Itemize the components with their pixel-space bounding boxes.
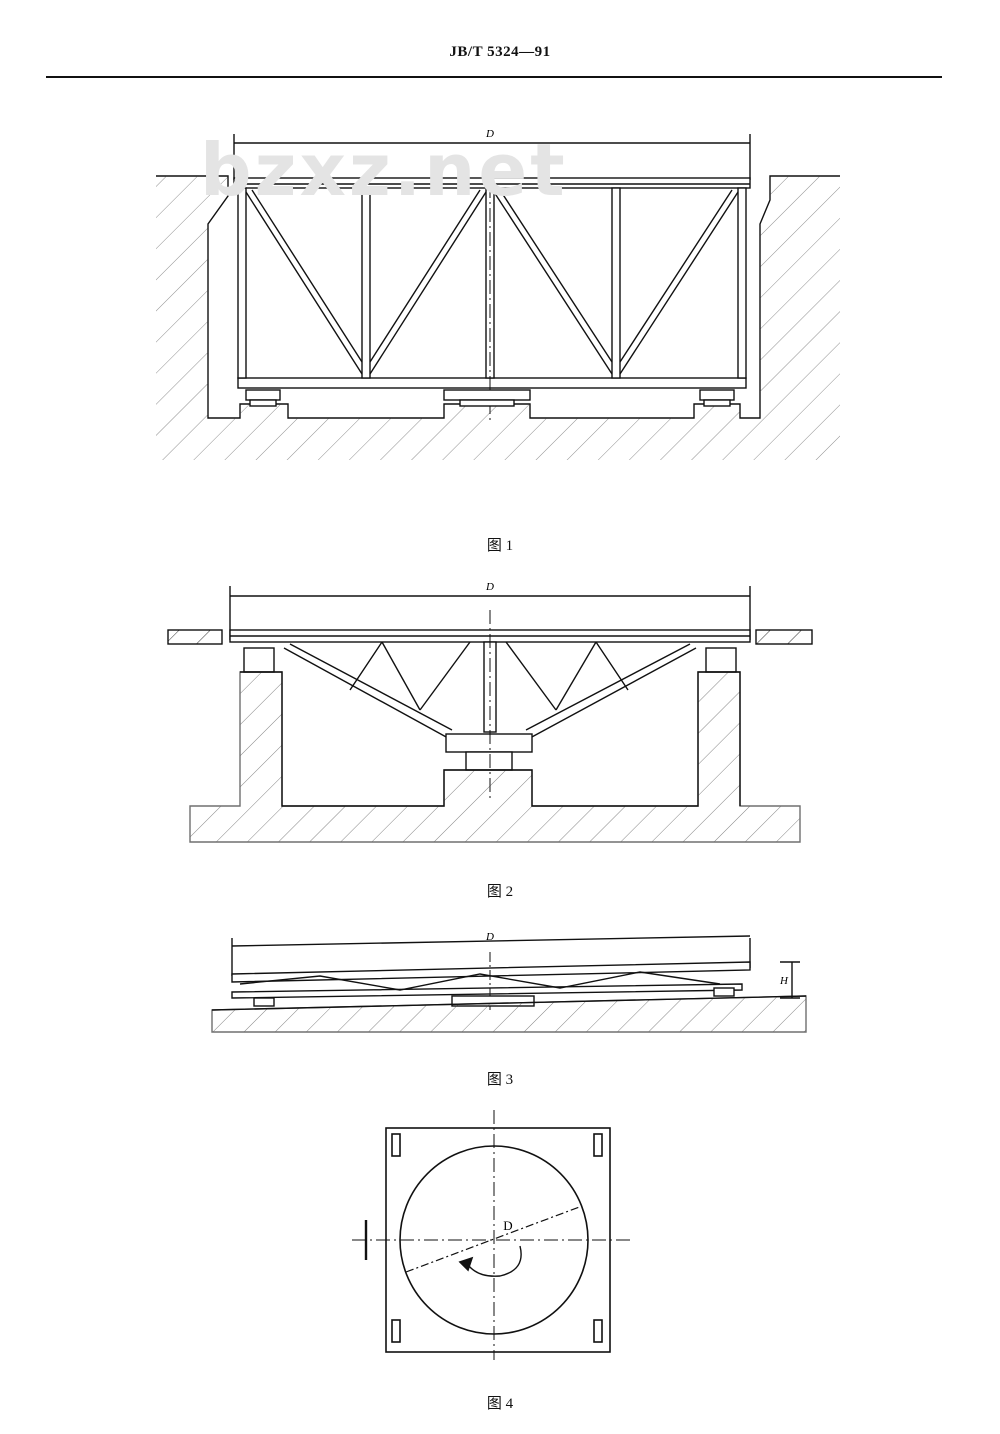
figure-2-dimension-label: D: [485, 581, 494, 593]
figure-1-drawing: D: [156, 128, 840, 460]
figure-3-caption: 图 3: [486, 1072, 514, 1088]
figure-4-drawing: D: [352, 1110, 634, 1360]
header-rule: [46, 76, 942, 78]
figure-3-dimension-label: D: [485, 931, 494, 943]
figure-4-dimension-label: D: [503, 1218, 512, 1233]
figure-2-drawing: D: [167, 581, 813, 843]
figure-1-dimension-label: D: [485, 128, 494, 140]
figure-3-height-label: H: [779, 975, 789, 987]
figure-3-drawing: D H: [211, 931, 807, 1033]
figure-4-caption: 图 4: [486, 1396, 514, 1412]
figure-2-caption: 图 2: [486, 884, 514, 900]
figure-1-caption: 图 1: [486, 538, 514, 554]
document-header: JB/T 5324—91: [449, 44, 551, 60]
watermark: bzxz.net: [200, 128, 568, 212]
